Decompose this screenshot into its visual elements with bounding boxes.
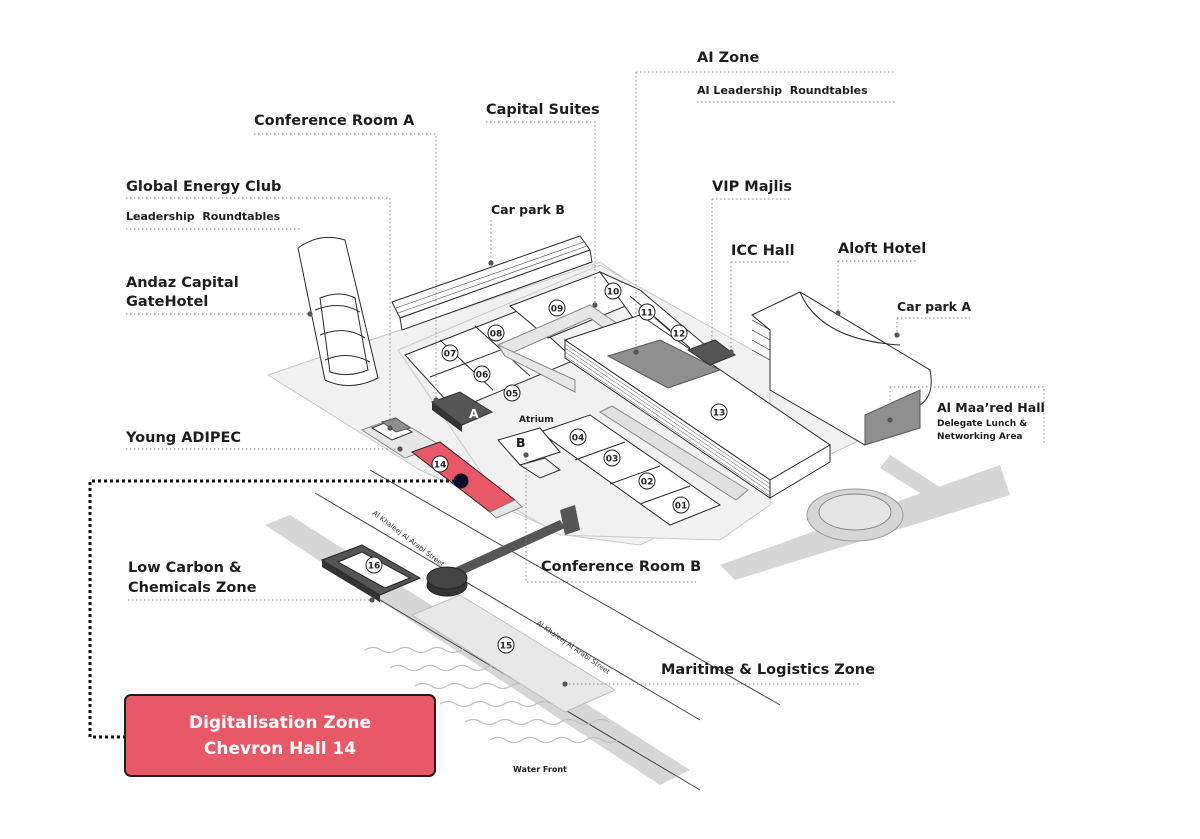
vip-majlis-building [686, 339, 737, 366]
hall-number-label: 08 [490, 330, 503, 340]
capital-gate-tower [297, 236, 379, 386]
hall-number-label: 12 [673, 330, 686, 340]
hall-number-label: 01 [675, 502, 688, 512]
hall-number-label: 16 [368, 562, 381, 572]
label-low-carbon-line2: Chemicals Zone [128, 580, 257, 596]
highlight-connector [88, 479, 461, 739]
hall-number-label: 10 [607, 288, 620, 298]
hall-number-label: 07 [444, 350, 457, 360]
young-adipec-building [360, 417, 442, 459]
conference-a-building [430, 391, 494, 432]
hall-number-06: 06 [473, 365, 491, 383]
hall-number-09: 09 [548, 299, 566, 317]
label-al-maared-hall: Al Maa’red Hall [937, 400, 1045, 415]
hall-number-01: 01 [672, 496, 690, 514]
hall-number-label: 14 [434, 461, 447, 471]
label-andaz-line2: GateHotel [126, 294, 208, 310]
callout-line1: Digitalisation Zone [188, 712, 372, 733]
label-vip-majlis: VIP Majlis [712, 179, 792, 195]
hall-number-label: 05 [506, 390, 519, 400]
hall-number-08: 08 [487, 324, 505, 342]
label-global-energy-club: Global Energy Club [126, 179, 281, 195]
label-al-maared-sub1: Delegate Lunch & [937, 419, 1027, 429]
hall-b-letter: B [516, 435, 526, 450]
label-al-maared-sub2: Networking Area [937, 432, 1023, 442]
label-car-park-b: Car park B [491, 202, 565, 217]
hall-number-label: 04 [572, 434, 585, 444]
label-aloft-hotel: Aloft Hotel [838, 241, 926, 257]
label-conference-room-a: Conference Room A [254, 113, 415, 129]
hall-number-10: 10 [604, 282, 622, 300]
label-global-energy-club-sub: Leadership Roundtables [126, 210, 281, 223]
hall-a-letter: A [469, 406, 479, 421]
label-atrium: Atrium [519, 415, 554, 425]
hall-number-14: 14 [431, 455, 449, 473]
hall-number-15: 15 [497, 636, 515, 654]
hall-number-07: 07 [441, 344, 459, 362]
label-icc-hall: ICC Hall [731, 243, 795, 259]
aloft-hotel-building [751, 291, 932, 446]
hall-number-04: 04 [569, 428, 587, 446]
label-young-adipec: Young ADIPEC [125, 430, 241, 446]
location-marker[interactable] [453, 473, 469, 489]
roundabout-road-2 [880, 455, 960, 512]
hall-number-label: 02 [641, 478, 654, 488]
bridge-end [560, 505, 580, 535]
hall-number-markers: 07 08 09 10 11 12 06 05 13 04 03 02 01 1… [365, 282, 728, 654]
hall-number-11: 11 [638, 303, 656, 321]
pedestrian-bridge [450, 520, 565, 578]
label-andaz-line1: Andaz Capital [126, 275, 239, 291]
label-car-park-a: Car park A [897, 299, 971, 314]
label-maritime: Maritime & Logistics Zone [661, 662, 875, 678]
hall-13-building [563, 314, 831, 499]
hall-number-16: 16 [365, 556, 383, 574]
callout-line2: Chevron Hall 14 [203, 738, 357, 759]
label-ai-zone-sub: AI Leadership Roundtables [697, 84, 868, 97]
label-ai-zone: AI Zone [697, 50, 759, 66]
round-pavilion-top [426, 566, 468, 590]
hall-number-05: 05 [503, 384, 521, 402]
leader-dots [307, 260, 900, 687]
halls-01-04 [538, 405, 749, 526]
hall-number-13: 13 [710, 403, 728, 421]
street-edge-1 [314, 492, 701, 721]
hall-number-label: 11 [641, 309, 654, 319]
label-water-front: Water Front [513, 765, 567, 774]
street-edge-2 [369, 469, 781, 706]
hall-number-label: 09 [551, 305, 564, 315]
hall-b-building [497, 427, 561, 479]
car-park-b-building [391, 235, 593, 331]
label-capital-suites: Capital Suites [486, 102, 600, 118]
label-low-carbon-line1: Low Carbon & [128, 560, 242, 576]
hall-number-label: 15 [500, 642, 513, 652]
leader-lines [126, 71, 1045, 685]
hall-number-12: 12 [670, 324, 688, 342]
hall-number-label: 13 [713, 409, 726, 419]
hall-number-03: 03 [603, 449, 621, 467]
hall-number-02: 02 [638, 472, 656, 490]
roundabout-inner [818, 493, 892, 531]
hall-number-label: 03 [606, 455, 619, 465]
hall-number-label: 06 [476, 371, 489, 381]
digitalisation-zone-callout[interactable]: Digitalisation Zone Chevron Hall 14 [124, 694, 436, 777]
label-conference-room-b: Conference Room B [541, 559, 701, 575]
